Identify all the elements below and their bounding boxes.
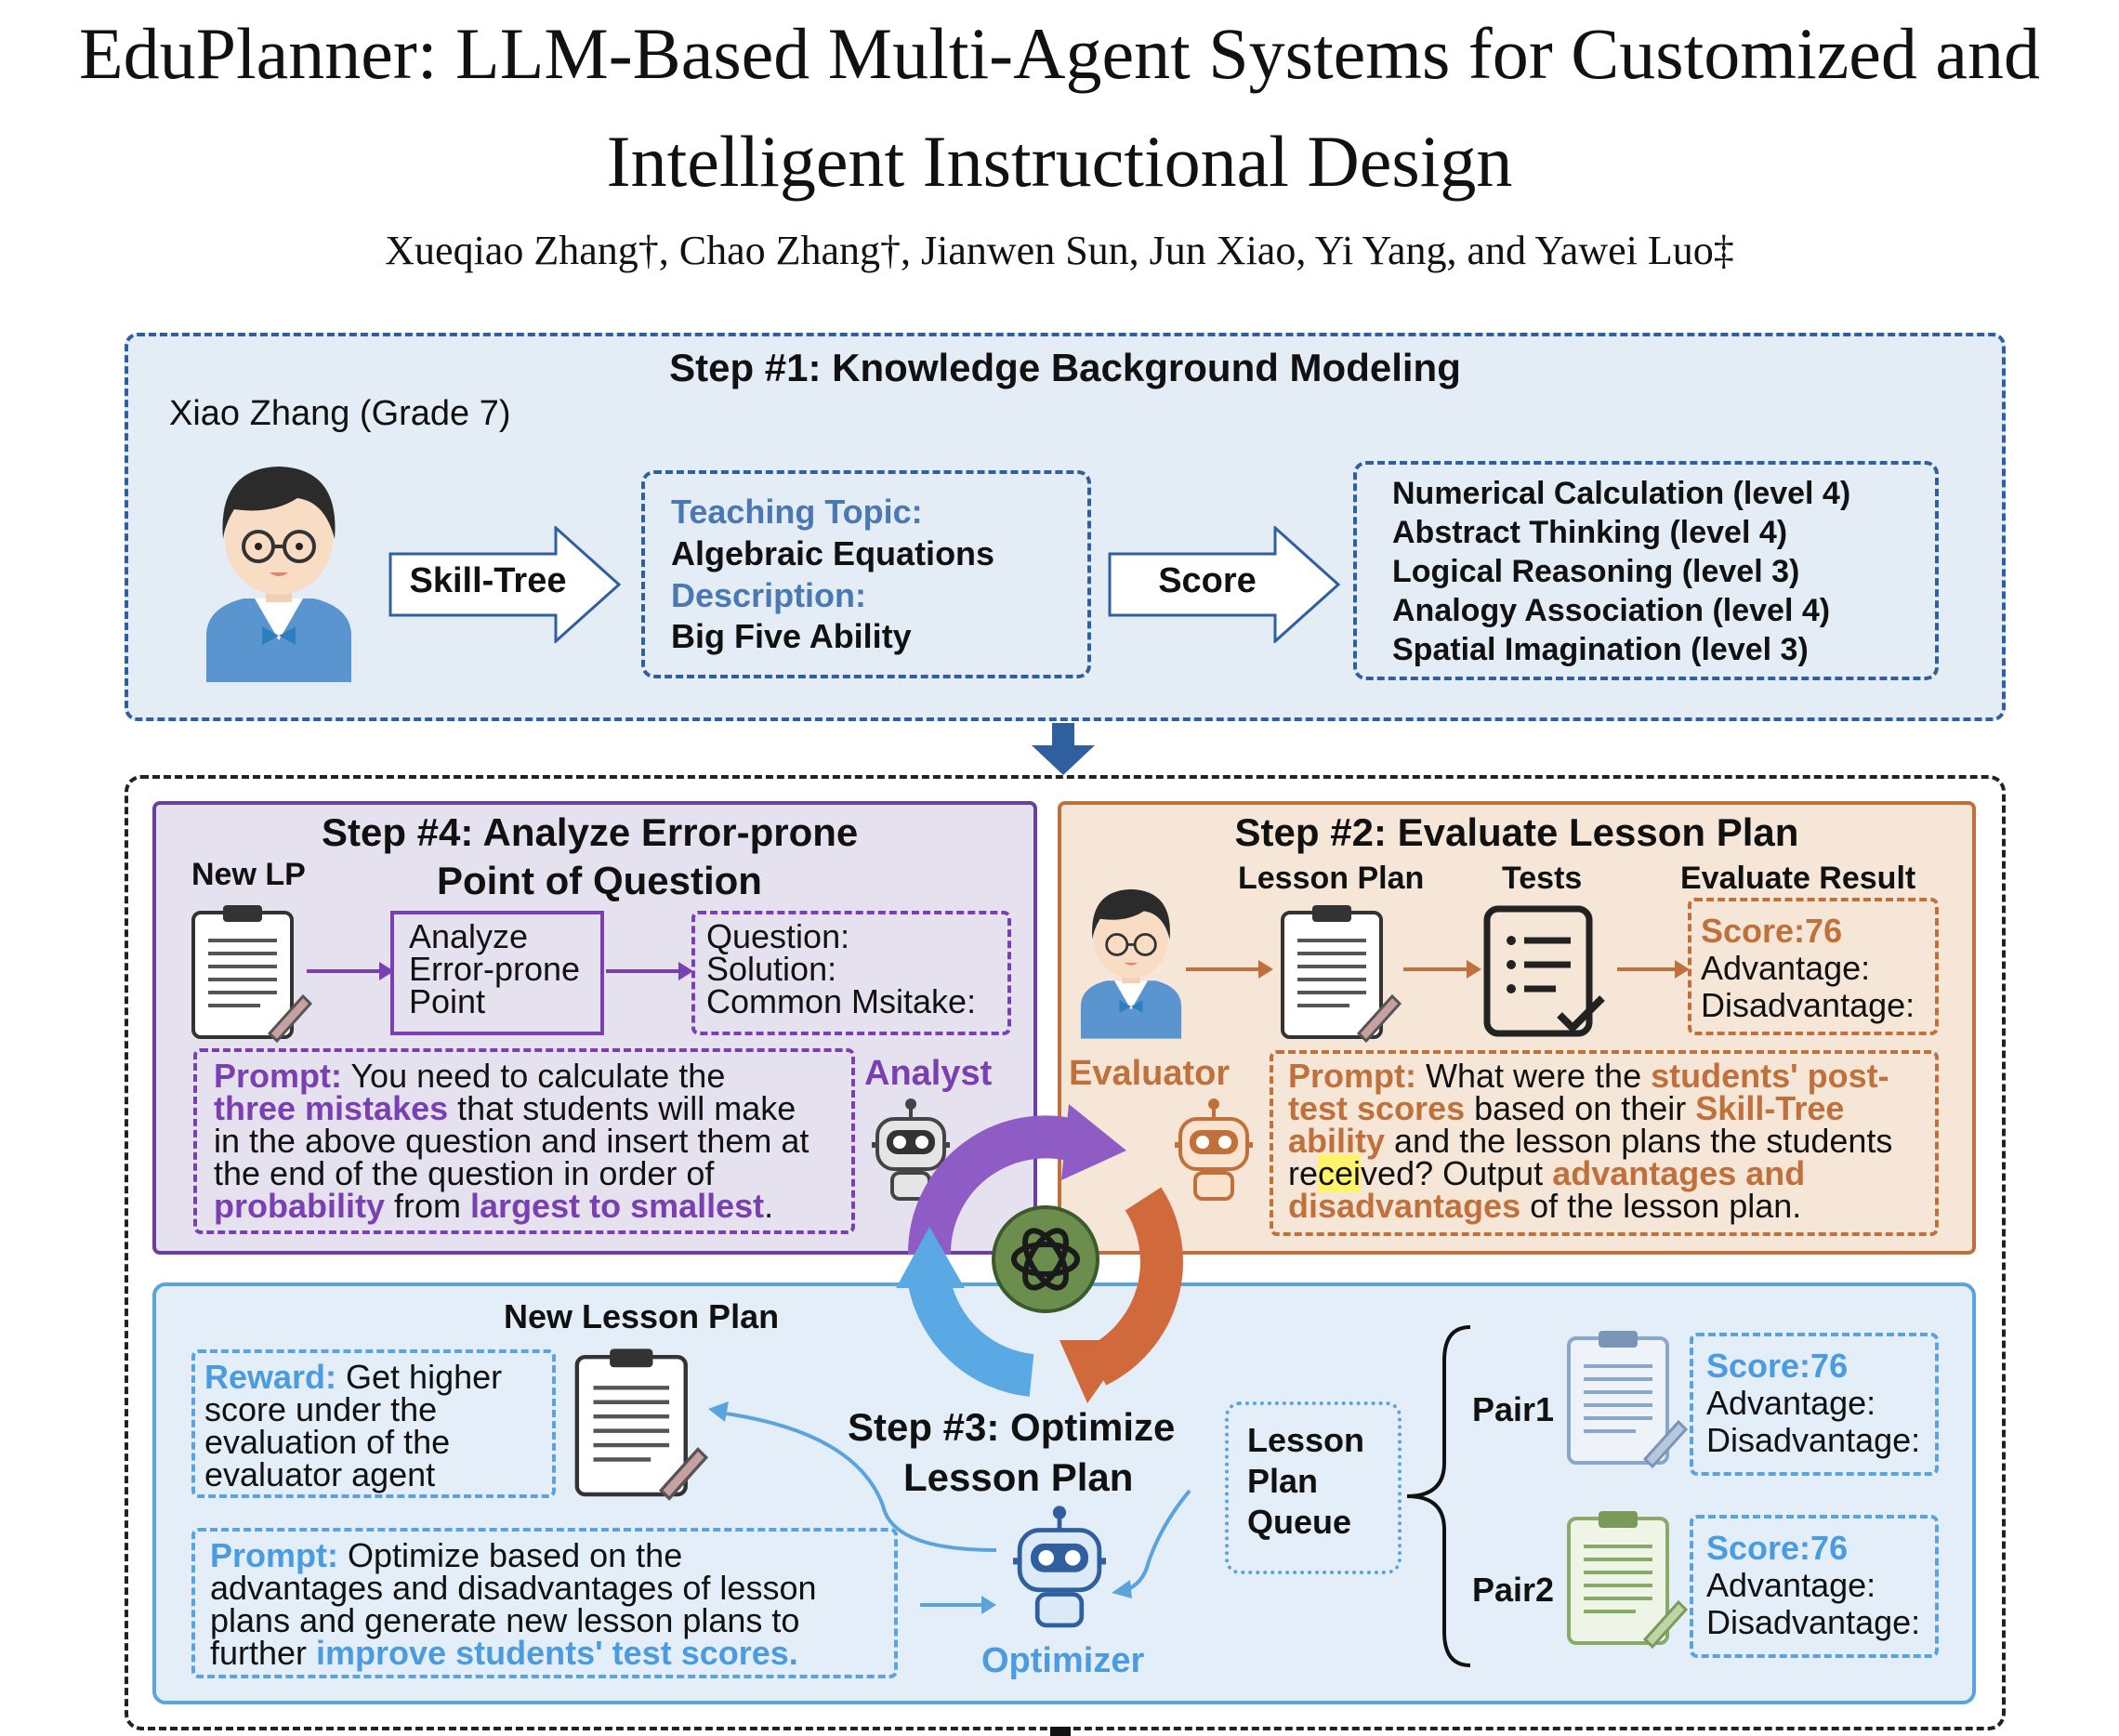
new-lp-label: New LP (191, 857, 306, 892)
checklist-icon (1483, 905, 1605, 1037)
optimizer-label: Optimizer (981, 1641, 1145, 1680)
ability-item: Analogy Association (level 4) (1392, 593, 1831, 628)
lesson-plan-queue-box (1225, 1401, 1402, 1574)
curved-arrows (708, 1401, 1191, 1598)
step2-prompt-box (1270, 1050, 1939, 1236)
robot-icon (1013, 1506, 1106, 1628)
evaluate-result-text: Score:76 Advantage: Disadvantage: (1701, 912, 1915, 1024)
skill-tree-label: Skill-Tree (409, 561, 567, 600)
abilities-list: Numerical Calculation (level 4) Abstract… (1392, 474, 1850, 669)
topic-value: Algebraic Equations (671, 534, 995, 572)
step3-title-line2: Lesson Plan (903, 1455, 1134, 1499)
reward-box (191, 1349, 556, 1498)
paper-title: EduPlanner: LLM-Based Multi-Agent System… (0, 0, 2119, 216)
step2-title: Step #2: Evaluate Lesson Plan (1234, 810, 1799, 854)
arrow-icon (307, 962, 394, 980)
step4-prompt-box (193, 1048, 855, 1234)
analyze-box (390, 911, 604, 1035)
step1-panel (125, 333, 2006, 721)
reward-text: Reward: Get higher score under the evalu… (204, 1358, 503, 1493)
analyze-line: Error-prone (409, 950, 581, 988)
ability-item: Logical Reasoning (level 3) (1392, 554, 1800, 589)
step4-panel (152, 801, 1037, 1255)
question-box (691, 911, 1011, 1035)
pair1-result-box (1690, 1333, 1939, 1476)
ability-item: Abstract Thinking (level 4) (1392, 515, 1788, 550)
step4-prompt-text: Prompt: You need to calculate the three … (214, 1057, 809, 1225)
analyst-label: Analyst (864, 1054, 993, 1093)
brace-icon (1406, 1325, 1471, 1667)
cycle-arrows-icon (896, 1104, 1183, 1403)
step3-title-line1: Step #3: Optimize (848, 1405, 1176, 1449)
student-name: Xiao Zhang (Grade 7) (169, 394, 511, 433)
col-evaluate-result: Evaluate Result (1680, 861, 1916, 896)
clipboard-icon (1567, 1331, 1688, 1469)
step3-prompt-text: Prompt: Optimize based on the advantages… (210, 1536, 817, 1672)
clipboard-icon (1281, 905, 1402, 1044)
clipboard-icon (191, 905, 312, 1044)
skill-tree-arrow-icon (388, 526, 622, 643)
ability-item: Numerical Calculation (level 4) (1392, 476, 1851, 511)
arrow-icon (1617, 960, 1690, 979)
analyze-line: Analyze (409, 917, 529, 955)
qsc-line: Solution: (706, 950, 837, 988)
pair2-label: Pair2 (1472, 1571, 1555, 1609)
analyze-text: Analyze Error-prone Point (409, 917, 581, 1020)
desc-label: Description: (671, 576, 867, 614)
pair2-result-text: Score:76 Advantage: Disadvantage: (1706, 1529, 1921, 1641)
down-arrow-icon (1032, 723, 1095, 775)
step3-prompt-box (191, 1528, 898, 1678)
arrow-icon (920, 1596, 996, 1614)
col-tests: Tests (1502, 861, 1583, 896)
qsc-line: Common Msitake: (706, 982, 977, 1020)
analyze-line: Point (409, 982, 486, 1020)
arrow-icon (1186, 960, 1273, 979)
paper-authors: Xueqiao Zhang†, Chao Zhang†, Jianwen Sun… (385, 228, 1734, 273)
clipboard-icon (1567, 1511, 1688, 1650)
step4-title-line1: Step #4: Analyze Error-prone (322, 810, 859, 854)
col-lesson-plan: Lesson Plan (1238, 861, 1425, 896)
ability-item: Spatial Imagination (level 3) (1392, 632, 1809, 667)
evaluate-result-box (1688, 898, 1939, 1035)
teaching-topic-box (641, 470, 1091, 678)
question-text: Question: Solution: Common Msitake: (706, 917, 977, 1020)
qsc-line: Question: (706, 917, 850, 955)
topic-label: Teaching Topic: (671, 493, 923, 531)
openai-logo-icon (992, 1205, 1099, 1313)
paper-title-line1: EduPlanner: LLM-Based Multi-Agent System… (78, 13, 2041, 94)
step1-title: Step #1: Knowledge Background Modeling (669, 346, 1461, 389)
arrow-icon (606, 962, 693, 980)
arrow-icon (1403, 960, 1481, 979)
robot-icon (872, 1098, 950, 1201)
bottom-arrow-stub (1050, 1727, 1071, 1736)
step4-title-line2: Point of Question (437, 859, 762, 902)
pair2-result-box (1690, 1515, 1939, 1658)
paper-title-line2: Intelligent Instructional Design (606, 121, 1513, 202)
step2-prompt-text: Prompt: What were the students' post- te… (1288, 1057, 1893, 1225)
queue-text: Lesson Plan Queue (1247, 1421, 1365, 1541)
abilities-box (1353, 461, 1939, 680)
new-lesson-plan-label: New Lesson Plan (504, 1297, 780, 1335)
evaluator-label: Evaluator (1069, 1054, 1231, 1093)
score-arrow-label: Score (1158, 561, 1257, 600)
robot-icon (1175, 1098, 1253, 1201)
student-avatar-icon (206, 467, 351, 682)
pair1-result-text: Score:76 Advantage: Disadvantage: (1706, 1347, 1921, 1459)
student-avatar-icon (1080, 888, 1182, 1039)
desc-value: Big Five Ability (671, 617, 912, 655)
score-arrow-icon (1108, 526, 1341, 643)
clipboard-icon (574, 1348, 708, 1501)
pair1-label: Pair1 (1472, 1390, 1555, 1428)
